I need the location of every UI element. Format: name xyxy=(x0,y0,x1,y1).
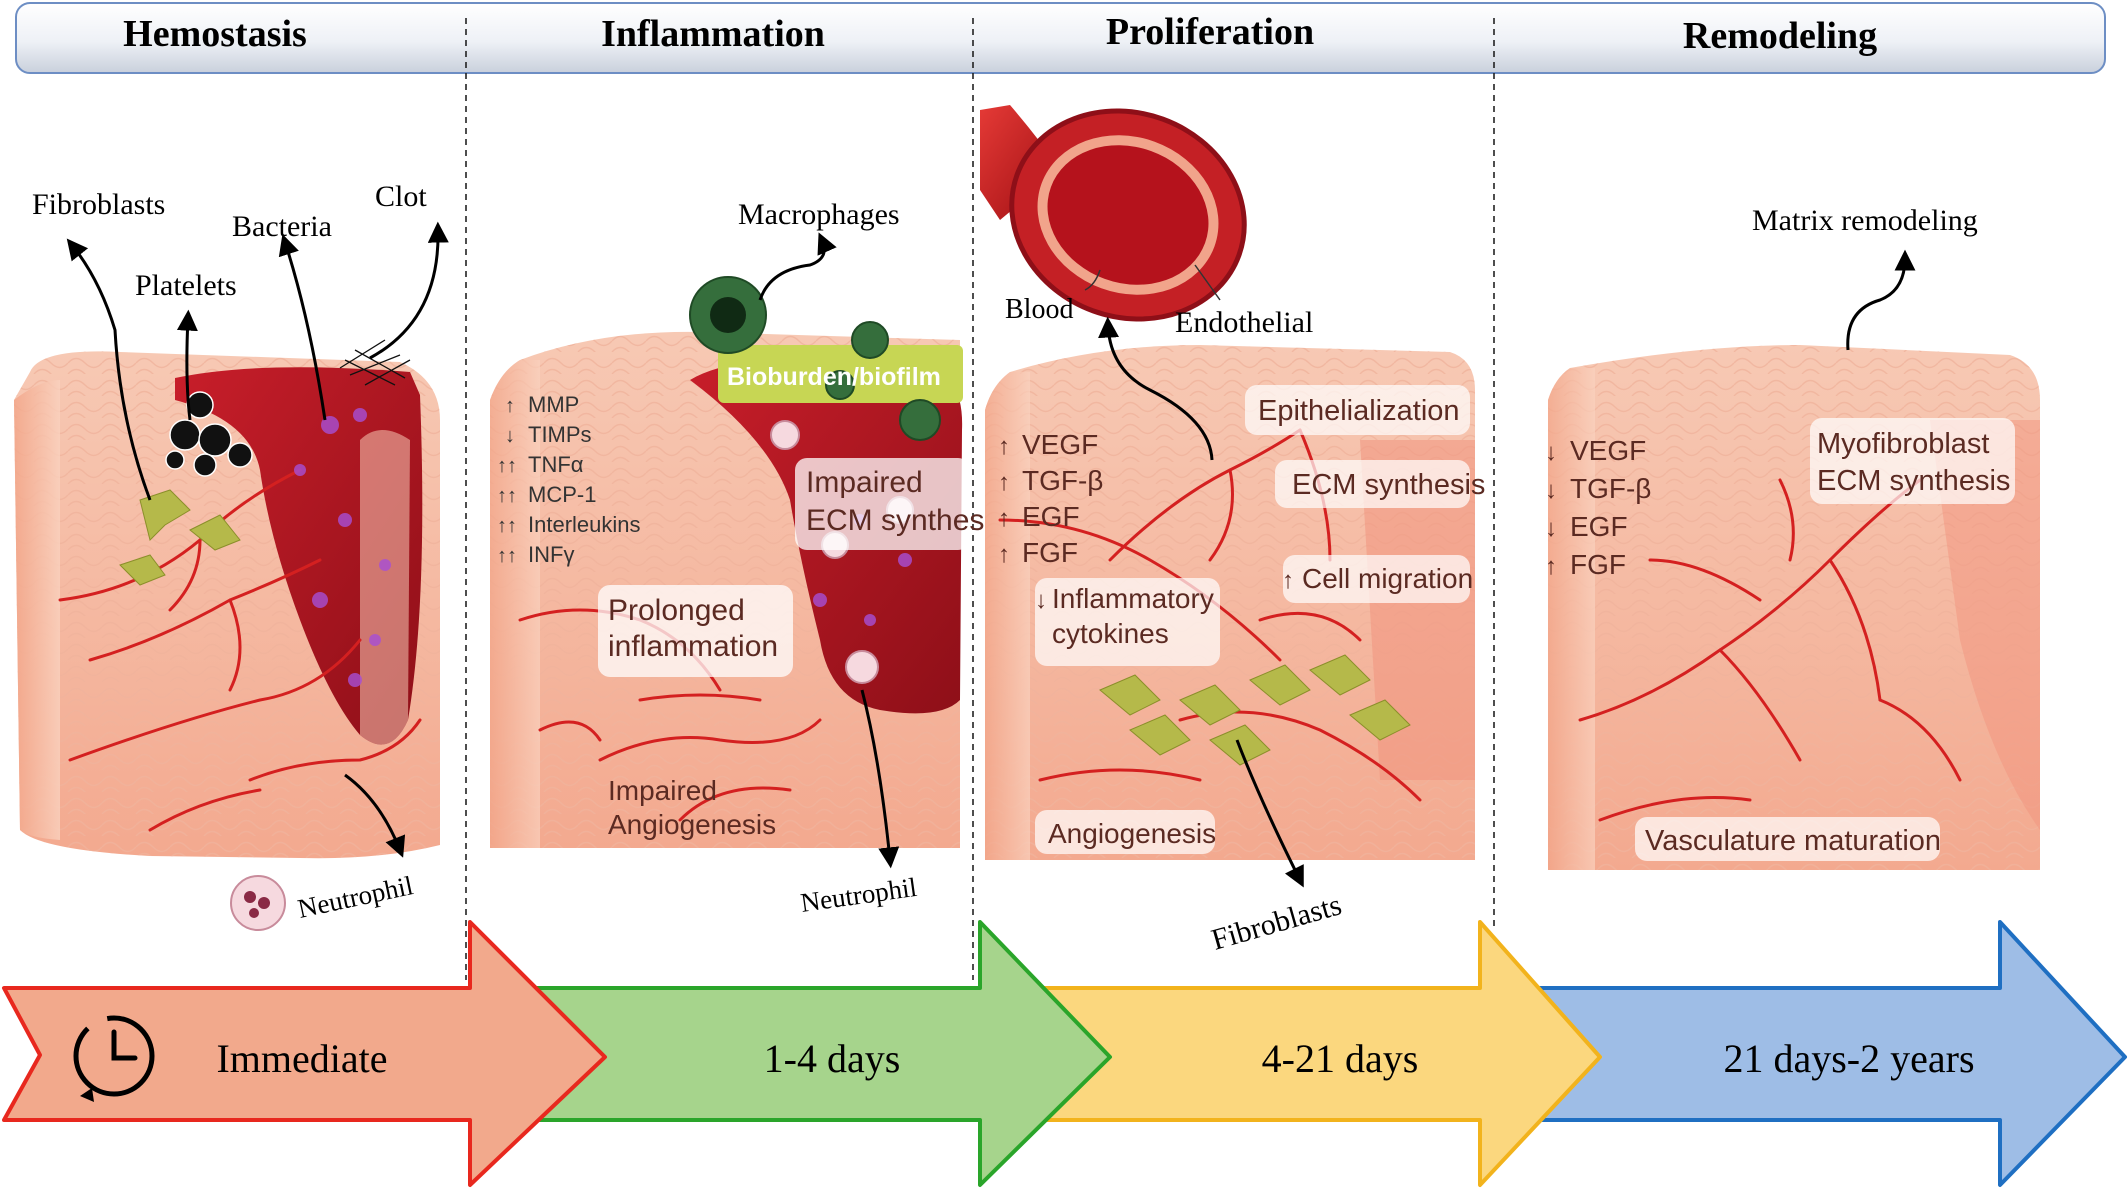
label-platelets: Platelets xyxy=(135,269,237,302)
inflammation-skin-block xyxy=(490,276,970,848)
proliferation-skin-block xyxy=(985,345,1475,860)
label-cell-migration-arrow: ↑ xyxy=(1282,567,1294,594)
label-impaired-angio-2: Angiogenesis xyxy=(608,809,776,840)
timeline-label-inflammation: 1-4 days xyxy=(764,1036,901,1081)
label-angiogenesis: Angiogenesis xyxy=(1048,818,1216,849)
inflammation-leader-arrows xyxy=(758,232,900,869)
remodeling-marker-arrow: ↓ xyxy=(1545,439,1557,466)
inflammation-marker-arrow: ↑ xyxy=(505,395,515,417)
remodeling-marker-list: ↓ VEGF ↓ TGF-β ↓ EGF ↑ FGF xyxy=(1545,435,1651,580)
label-bioburden: Bioburden/biofilm xyxy=(727,363,941,391)
proliferation-leader-arrows xyxy=(1098,316,1304,888)
inflammation-marker-name: MCP-1 xyxy=(528,482,596,507)
hemostasis-leader-arrows xyxy=(66,221,449,858)
clock-icon xyxy=(73,1015,155,1102)
remodeling-marker-arrow: ↓ xyxy=(1545,515,1557,542)
proliferation-marker-arrow: ↑ xyxy=(998,433,1010,460)
remodeling-skin-block xyxy=(1548,345,2040,870)
label-prolonged-2: inflammation xyxy=(608,630,778,663)
hemostasis-bacteria xyxy=(294,408,391,687)
label-endothelial: Endothelial xyxy=(1175,306,1313,339)
inflammation-marker-arrow: ↑↑ xyxy=(497,545,517,567)
timeline: Immediate 1-4 days 4-21 days 21 days-2 y… xyxy=(2,920,2127,1187)
label-macrophages: Macrophages xyxy=(738,198,900,231)
proliferation-pointer-lines xyxy=(1084,264,1221,301)
blood-vessel-illustration xyxy=(980,105,1247,322)
label-prolonged-1: Prolonged xyxy=(608,594,745,627)
hemostasis-clot-mesh xyxy=(339,339,411,386)
inflammation-marker-name: MMP xyxy=(528,392,579,417)
inflammation-marker-name: TIMPs xyxy=(528,422,592,447)
timeline-label-hemostasis: Immediate xyxy=(216,1036,387,1081)
proliferation-marker-list: ↑ VEGF ↑ TGF-β ↑ EGF ↑ FGF xyxy=(998,429,1103,568)
proliferation-marker-name: VEGF xyxy=(1022,429,1098,460)
label-cell-migration: Cell migration xyxy=(1302,563,1473,594)
inflammation-marker-name: INFγ xyxy=(528,542,574,567)
proliferation-marker-arrow: ↑ xyxy=(998,505,1010,532)
phase-dividers xyxy=(465,18,1495,980)
remodeling-marker-arrow: ↑ xyxy=(1545,553,1557,580)
label-inflammatory-arrow: ↓ xyxy=(1035,587,1047,614)
label-blood: Blood xyxy=(1005,294,1073,325)
label-inflammatory-1: Inflammatory xyxy=(1052,583,1214,614)
proliferation-marker-name: FGF xyxy=(1022,537,1078,568)
remodeling-marker-name: TGF-β xyxy=(1570,473,1651,504)
phase-title-hemostasis: Hemostasis xyxy=(123,13,307,55)
remodeling-marker-arrow: ↓ xyxy=(1545,477,1557,504)
inflammation-marker-list: ↑ MMP ↓ TIMPs ↑↑ TNFα ↑↑ MCP-1 ↑↑ Interl… xyxy=(497,392,641,567)
label-inflammatory-2: cytokines xyxy=(1052,618,1169,649)
inflammation-marker-name: TNFα xyxy=(528,452,584,477)
timeline-label-proliferation: 4-21 days xyxy=(1262,1036,1419,1081)
proliferation-marker-arrow: ↑ xyxy=(998,469,1010,496)
proliferation-marker-name: EGF xyxy=(1022,501,1080,532)
proliferation-marker-name: TGF-β xyxy=(1022,465,1103,496)
label-myofibroblast-2: ECM synthesis xyxy=(1817,465,2010,497)
phase-title-inflammation: Inflammation xyxy=(601,13,825,55)
label-impaired-angio-1: Impaired xyxy=(608,775,717,806)
label-fibroblasts: Fibroblasts xyxy=(32,188,165,221)
label-impaired-ecm-2: ECM synthesis xyxy=(806,504,1006,537)
inflammation-marker-arrow: ↑↑ xyxy=(497,485,517,507)
remodeling-marker-name: EGF xyxy=(1570,511,1628,542)
remodeling-marker-name: VEGF xyxy=(1570,435,1646,466)
phase-header-bar xyxy=(15,2,2106,74)
timeline-label-remodeling: 21 days-2 years xyxy=(1723,1036,1974,1081)
proliferation-marker-arrow: ↑ xyxy=(998,541,1010,568)
label-vasculature: Vasculature maturation xyxy=(1645,825,1941,857)
remodeling-leader-arrow xyxy=(1846,249,1916,351)
proliferation-fibroblast-cells xyxy=(1099,654,1411,766)
label-ecm-synthesis: ECM synthesis xyxy=(1292,469,1485,501)
remodeling-marker-name: FGF xyxy=(1570,549,1626,580)
inflammation-marker-arrow: ↑↑ xyxy=(497,515,517,537)
label-fibroblasts-proliferation: Fibroblasts xyxy=(1208,888,1345,956)
hemostasis-platelets xyxy=(165,391,253,477)
inflammation-marker-arrow: ↑↑ xyxy=(497,455,517,477)
label-matrix-remodeling: Matrix remodeling xyxy=(1752,204,1978,237)
phase-title-remodeling: Remodeling xyxy=(1683,15,1877,57)
label-clot: Clot xyxy=(375,180,427,213)
label-bacteria: Bacteria xyxy=(232,210,332,243)
inflammation-marker-name: Interleukins xyxy=(528,512,641,537)
hemostasis-fibroblast-cells xyxy=(119,489,241,586)
label-myofibroblast-1: Myofibroblast xyxy=(1817,428,1989,460)
label-impaired-ecm-1: Impaired xyxy=(806,466,923,499)
hemostasis-skin-block xyxy=(14,339,440,931)
phase-title-proliferation: Proliferation xyxy=(1106,11,1314,53)
label-neutrophil-inflammation: Neutrophil xyxy=(799,872,919,918)
timeline-arrow-hemostasis xyxy=(2,920,607,1187)
label-epithelialization: Epithelialization xyxy=(1258,395,1460,427)
inflammation-marker-arrow: ↓ xyxy=(505,425,515,447)
label-neutrophil-hemostasis: Neutrophil xyxy=(295,870,416,924)
